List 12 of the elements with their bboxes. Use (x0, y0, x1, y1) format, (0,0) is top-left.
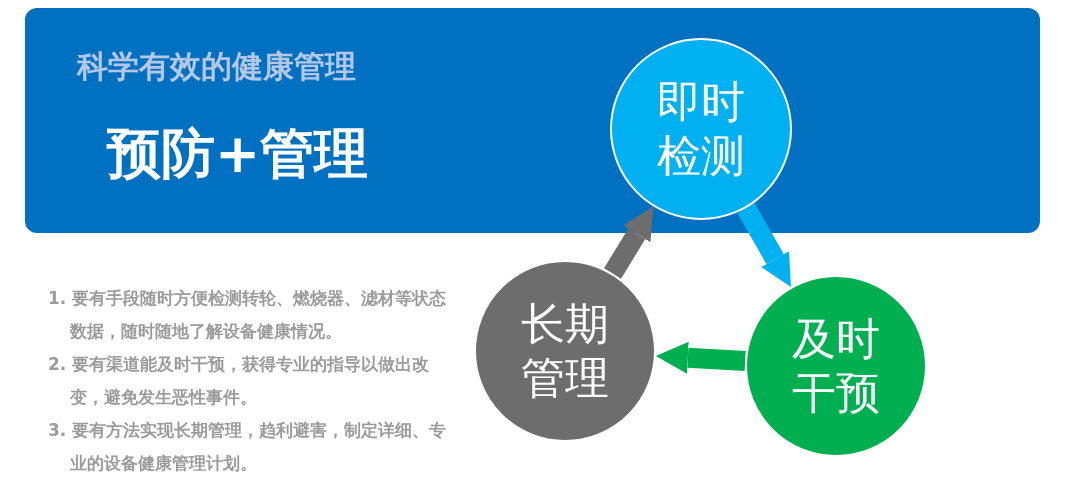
banner-panel (25, 8, 1040, 233)
heading: 科学有效的健康管理 (77, 47, 356, 86)
subheading: 预防+管理 (107, 121, 369, 187)
block-arrow (604, 206, 654, 279)
block-arrow (655, 341, 746, 374)
node-label: 即时检测 (656, 75, 746, 183)
node-label: 及时干预 (791, 312, 881, 420)
node-label: 长期管理 (520, 297, 610, 405)
list-item: 2. 要有渠道能及时干预，获得专业的指导以做出改变，避免发生恶性事件。 (48, 353, 431, 409)
block-arrow (737, 203, 791, 287)
list-item: 1. 要有手段随时方便检测转轮、燃烧器、滤材等状态数据，随时随地了解设备健康情况。 (48, 287, 448, 343)
list-item: 3. 要有方法实现长期管理，趋利避害，制定详细、专业的设备健康管理计划。 (48, 419, 448, 475)
